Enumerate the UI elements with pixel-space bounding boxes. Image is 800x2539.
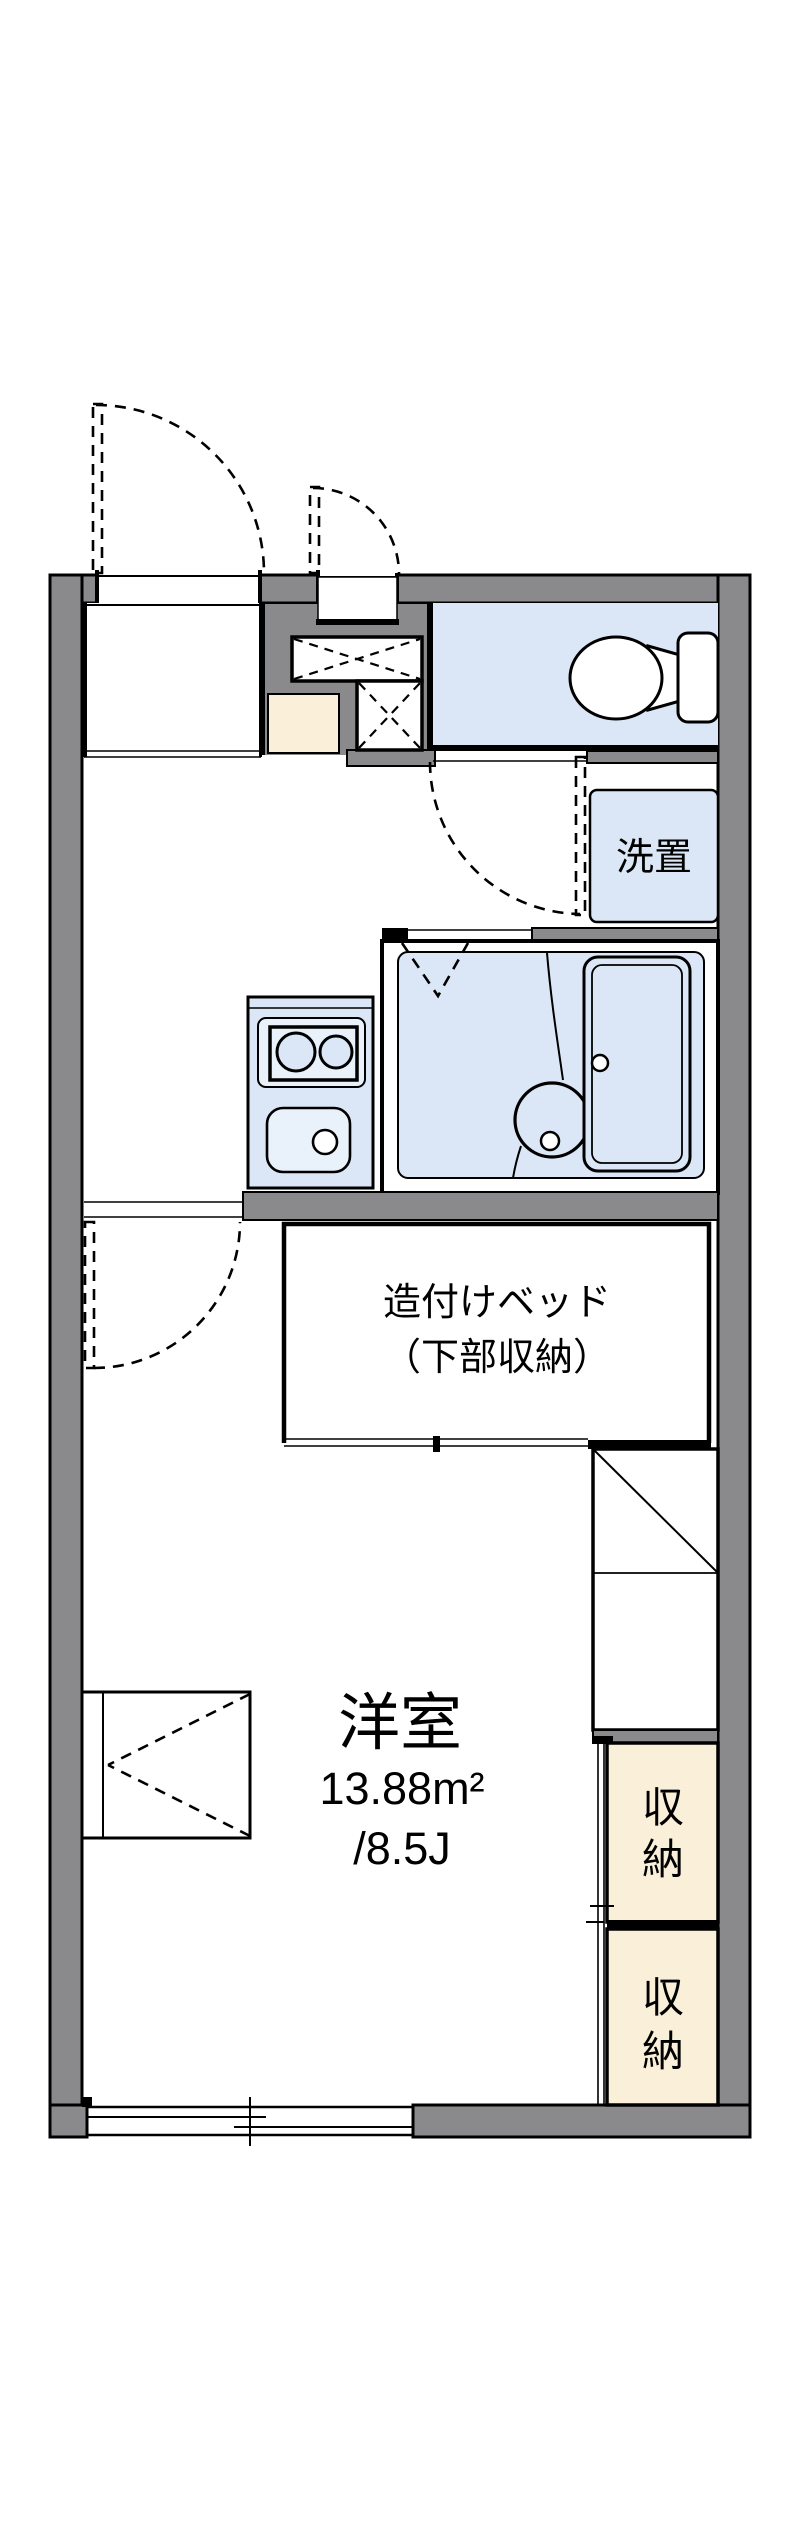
shelf-column xyxy=(591,1447,720,1744)
bed-label-line1: 造付けベッド xyxy=(383,1282,611,1324)
toilet-room xyxy=(427,603,720,764)
main-room-label: 洋室 13.88m² /8.5J xyxy=(319,1689,484,1874)
kitchen-counter xyxy=(246,995,375,1190)
entrance-door-recess xyxy=(317,576,398,624)
kitchen-door-swing xyxy=(83,1220,242,1370)
exterior-storage-room xyxy=(82,603,264,758)
door-leaf-left xyxy=(91,402,104,575)
bathtub-icon xyxy=(582,955,692,1173)
room-name: 洋室 xyxy=(338,1689,462,1758)
closet-sliding-door xyxy=(586,1743,614,2105)
closet-bottom: 収 納 xyxy=(605,1927,720,2107)
desk-symbol xyxy=(80,1690,252,1840)
room-area: 13.88m² xyxy=(319,1763,484,1814)
genkan-floor xyxy=(267,693,340,754)
outer-walls xyxy=(48,573,752,2139)
closet-top-label-char1: 収 xyxy=(642,1784,684,1831)
closet-divider xyxy=(607,1920,718,1929)
toilet-tank xyxy=(676,631,720,724)
toilet-door-arc xyxy=(428,761,581,916)
kitchen-door-arc xyxy=(93,1221,242,1370)
closet-top: 収 納 xyxy=(605,1741,720,1924)
mid-wall xyxy=(84,1191,719,1221)
genkan-tataki-lower xyxy=(355,679,424,752)
built-in-bed: 造付けベッド （下部収納） xyxy=(281,1221,712,1452)
room-tatami-size: /8.5J xyxy=(353,1823,451,1874)
entrance-door-arc xyxy=(312,486,401,575)
entrance-door-leaf xyxy=(308,485,321,575)
bathroom xyxy=(380,927,720,1195)
closet-bottom-label-char1: 収 xyxy=(642,1974,684,2021)
genkan-lower-wall xyxy=(346,749,436,767)
stove-icon xyxy=(268,1025,359,1082)
exterior-door-swings xyxy=(91,402,401,575)
laundry-label: 洗置 xyxy=(616,837,692,879)
kitchen-door-leaf xyxy=(83,1220,96,1370)
toilet-icon xyxy=(568,631,720,724)
genkan-hatch-marks xyxy=(293,637,421,749)
bed-label-line2: （下部収納） xyxy=(383,1337,611,1379)
laundry-space: 洗置 xyxy=(588,788,720,924)
bath-folding-door xyxy=(400,942,470,999)
toilet-door-leaf xyxy=(574,755,587,917)
closet-top-label-char2: 納 xyxy=(642,1836,684,1883)
toilet-door-swing xyxy=(428,755,587,917)
closet-bottom-label-char2: 納 xyxy=(642,2028,684,2075)
genkan-area xyxy=(262,576,436,768)
door-arc-left xyxy=(95,403,266,574)
bed-front-latch xyxy=(433,1436,440,1452)
sliding-window-bottom xyxy=(82,2097,415,2146)
sink-icon xyxy=(265,1106,352,1174)
